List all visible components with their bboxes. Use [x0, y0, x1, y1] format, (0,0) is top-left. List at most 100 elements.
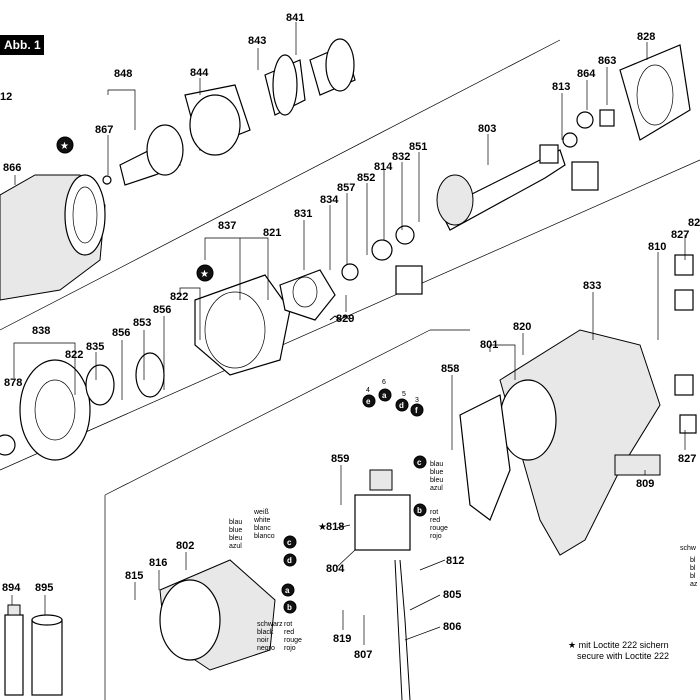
- marker-e: e: [366, 397, 371, 406]
- label-853: 853: [133, 317, 151, 329]
- stator-blue-1: blau: [229, 519, 242, 526]
- brush-holders: [674, 254, 697, 434]
- stator-white-4: blanco: [254, 533, 275, 540]
- label-812-top: 12: [0, 91, 12, 103]
- label-837: 837: [218, 220, 236, 232]
- stator-red-1: rot: [284, 621, 292, 628]
- label-806: 806: [443, 621, 461, 633]
- color-partial-4: az: [690, 581, 698, 588]
- label-851: 851: [409, 141, 427, 153]
- label-819: 819: [333, 633, 351, 645]
- label-856-b: 856: [112, 327, 130, 339]
- label-863: 863: [598, 55, 616, 67]
- spring-829: [329, 315, 351, 321]
- label-812-bottom: 812: [446, 555, 464, 567]
- wire-number-3: 3: [415, 397, 419, 404]
- label-831: 831: [294, 208, 312, 220]
- label-858: 858: [441, 363, 459, 375]
- label-834: 834: [320, 194, 339, 206]
- label-827-low: 827: [678, 453, 696, 465]
- handle-half-shell: [459, 394, 511, 521]
- color-blue-1: blau: [430, 461, 443, 468]
- stator-red-2: red: [284, 629, 294, 636]
- color-schw-partial: schw: [680, 545, 697, 552]
- label-82: 82: [688, 217, 700, 229]
- fan-baffle: [619, 44, 691, 141]
- label-802: 802: [176, 540, 194, 552]
- wire-number-5: 5: [402, 391, 406, 398]
- label-804: 804: [326, 563, 345, 575]
- label-848: 848: [114, 68, 132, 80]
- label-833: 833: [583, 280, 601, 292]
- label-829: 829: [336, 313, 354, 325]
- color-red-1: rot: [430, 509, 438, 516]
- marker-f: f: [415, 406, 418, 415]
- motor-housing-front: [0, 174, 106, 301]
- marker-a-stator: a: [285, 586, 290, 595]
- label-814: 814: [374, 161, 393, 173]
- label-815: 815: [125, 570, 143, 582]
- label-859: 859: [331, 453, 349, 465]
- marker-d-stator: d: [287, 556, 292, 565]
- label-841: 841: [286, 12, 304, 24]
- note-line-1: mit Loctite 222 sichern: [578, 640, 669, 650]
- marker-b-stator: b: [287, 603, 292, 612]
- switch-859: [354, 469, 411, 551]
- label-857: 857: [337, 182, 355, 194]
- stator-black-4: negro: [257, 645, 275, 652]
- label-801: 801: [480, 339, 498, 351]
- frame-lines: [0, 39, 700, 700]
- stator-black-3: noir: [257, 637, 269, 644]
- stator-blue-2: blue: [229, 527, 242, 534]
- bearing-flange: [279, 269, 336, 321]
- hammer-mechanism: [184, 38, 356, 156]
- marker-b-switch: b: [417, 506, 422, 515]
- stator-blue-4: azul: [229, 543, 242, 550]
- label-866: 866: [3, 162, 21, 174]
- color-blue-3: bleu: [430, 477, 443, 484]
- label-844: 844: [190, 67, 209, 79]
- label-838: 838: [32, 325, 50, 337]
- star-icon: ★: [568, 640, 579, 650]
- wire-letter-markers: e a d f c b c d a b: [281, 388, 427, 614]
- label-828: 828: [637, 31, 655, 43]
- marker-d-top: d: [399, 401, 404, 410]
- wire-number-4: 4: [366, 387, 370, 394]
- label-818: 818: [326, 521, 344, 533]
- label-832: 832: [392, 151, 410, 163]
- cable-805: [394, 559, 411, 700]
- stator-white-1: weiß: [253, 509, 269, 516]
- stator-black-2: black: [257, 629, 274, 636]
- wire-numbers: 4 6 5 3: [366, 379, 419, 404]
- label-822-low: 822: [65, 349, 83, 361]
- stator-white-3: blanc: [254, 525, 271, 532]
- gear-housing: [194, 274, 291, 376]
- label-810: 810: [648, 241, 666, 253]
- label-827-top: 827: [671, 229, 689, 241]
- stator-802: [159, 559, 276, 671]
- label-809: 809: [636, 478, 654, 490]
- stator-red-3: rouge: [284, 637, 302, 644]
- marker-c-stator: c: [287, 538, 292, 547]
- planet-carrier: [0, 352, 165, 461]
- color-red-4: rojo: [430, 533, 442, 540]
- color-red-3: rouge: [430, 525, 448, 532]
- star-icon: ★: [318, 522, 327, 533]
- figure-label: Abb. 1: [0, 35, 44, 55]
- star-icon: ★: [60, 141, 69, 152]
- label-835: 835: [86, 341, 104, 353]
- label-852: 852: [357, 172, 375, 184]
- marker-c-switch: c: [417, 458, 422, 467]
- label-807: 807: [354, 649, 372, 661]
- label-867: 867: [95, 124, 113, 136]
- loctite-star-markers: ★ ★ ★: [56, 136, 327, 533]
- label-813: 813: [552, 81, 570, 93]
- label-894: 894: [2, 582, 21, 594]
- label-803: 803: [478, 123, 496, 135]
- label-822-mid: 822: [170, 291, 188, 303]
- part-number-labels: 841 843 844 848 867 866 12 828 864 863 8…: [0, 12, 700, 661]
- anvil-shaft: [102, 124, 184, 186]
- color-partial-1: bl: [690, 557, 696, 564]
